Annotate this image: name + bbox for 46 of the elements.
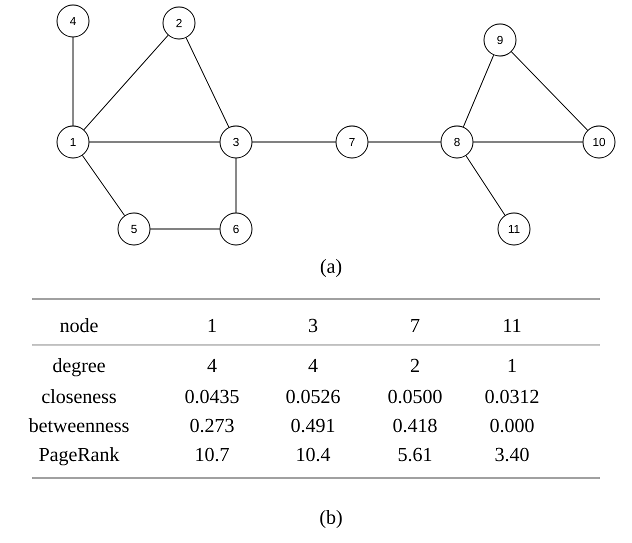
edge-line — [82, 155, 126, 216]
edge-line — [150, 228, 220, 230]
table-value: 3.40 — [496, 448, 529, 462]
graph-node: 5 — [118, 212, 150, 246]
column-header: 7 — [411, 318, 420, 332]
table-value: 10.4 — [297, 448, 330, 462]
edge-line — [186, 37, 230, 128]
column-header: 1 — [208, 318, 216, 332]
table-value: 4 — [308, 358, 318, 372]
graph-node: 6 — [220, 212, 252, 246]
table-value: 4 — [207, 358, 217, 372]
row-label: betweenness — [28, 418, 129, 432]
graph-node: 7 — [336, 126, 368, 158]
graph-node: 2 — [162, 6, 196, 40]
edge-line — [462, 54, 494, 128]
column-header: 11 — [504, 318, 520, 332]
table-value: 0.0312 — [485, 390, 538, 404]
edge-line — [466, 155, 506, 216]
edge-line — [511, 51, 588, 131]
table-value: 5.61 — [398, 448, 432, 462]
table-value: 0.0500 — [388, 390, 442, 404]
caption: (b) — [320, 510, 342, 528]
table-value: 0.000 — [490, 418, 534, 432]
row-label: PageRank — [39, 447, 120, 466]
column-header: node — [60, 318, 98, 332]
table-value: 10.7 — [196, 448, 229, 462]
table-value: 0.418 — [393, 418, 437, 432]
table-value: 1 — [508, 358, 516, 372]
graph-node: 11 — [498, 212, 530, 246]
graph-node: 10 — [582, 126, 616, 158]
table-value: 0.0526 — [286, 390, 340, 404]
graph-node: 4 — [56, 4, 90, 38]
table-value: 0.491 — [291, 418, 334, 432]
table-value: 0.0435 — [185, 390, 239, 404]
graph-node: 3 — [220, 126, 252, 158]
graph-node: 8 — [440, 126, 474, 158]
table-value: 0.273 — [190, 418, 234, 432]
edge-line — [83, 34, 169, 130]
row-label: degree — [53, 358, 105, 376]
edge-line — [72, 37, 74, 126]
caption: (a) — [320, 258, 342, 278]
column-header: 3 — [308, 318, 318, 332]
table-value: 2 — [410, 358, 419, 372]
graph-node: 9 — [484, 24, 516, 56]
row-label: closeness — [42, 389, 116, 404]
graph-node: 1 — [56, 126, 90, 158]
